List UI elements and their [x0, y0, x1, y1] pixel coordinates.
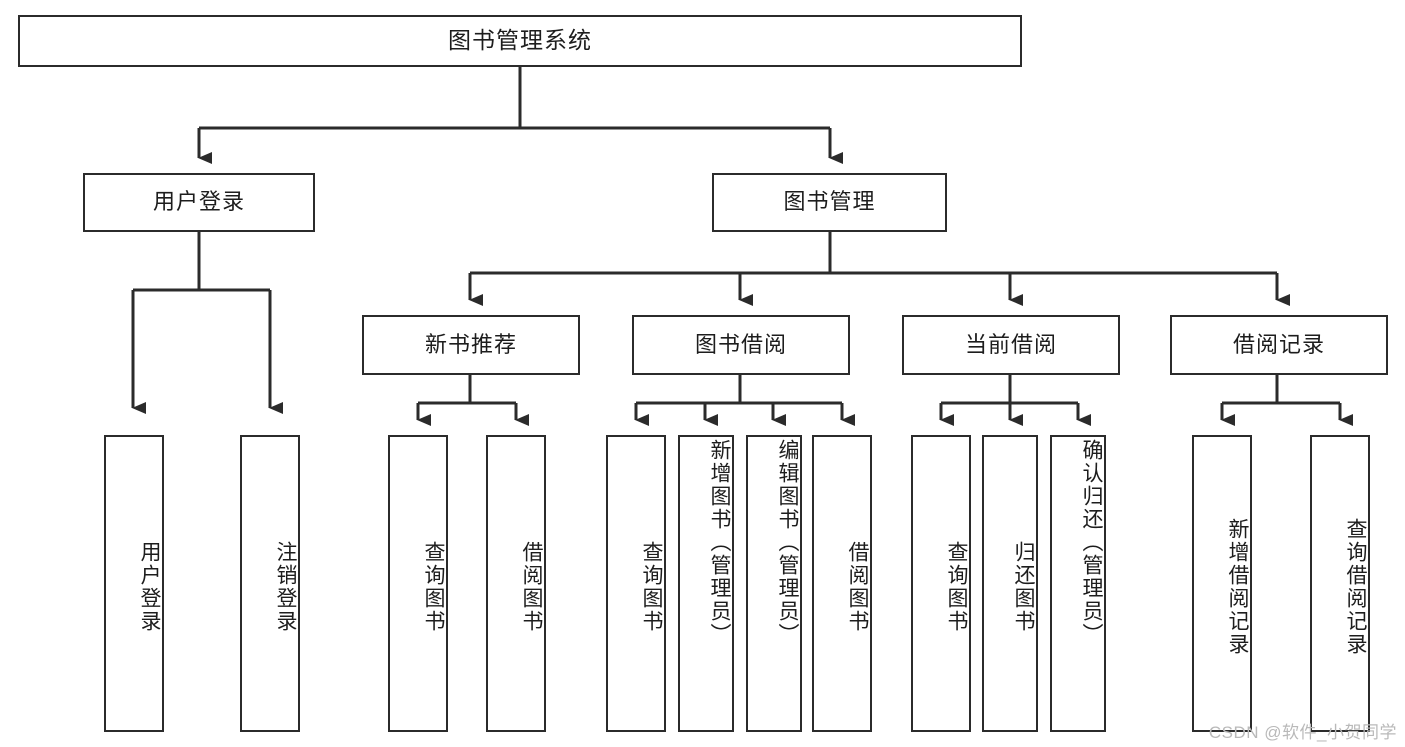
- leaf-edit-book-admin[interactable]: 编辑图书（管理员）: [746, 435, 802, 732]
- node-book-borrow[interactable]: 图书借阅: [632, 315, 850, 375]
- leaf-query-book-borrow[interactable]: 查询图书: [606, 435, 666, 732]
- leaf-user-login[interactable]: 用户登录: [104, 435, 164, 732]
- node-current-borrow[interactable]: 当前借阅: [902, 315, 1120, 375]
- leaf-label: 编辑图书（管理员）: [776, 439, 799, 646]
- node-borrow-record[interactable]: 借阅记录: [1170, 315, 1388, 375]
- leaf-label: 借阅图书: [846, 540, 869, 633]
- node-root-system[interactable]: 图书管理系统: [18, 15, 1022, 67]
- leaf-label: 新增借阅记录: [1226, 517, 1249, 656]
- leaf-logout[interactable]: 注销登录: [240, 435, 300, 732]
- leaf-label: 归还图书: [1012, 540, 1035, 633]
- leaf-confirm-return-admin[interactable]: 确认归还（管理员）: [1050, 435, 1106, 732]
- leaf-borrow-book[interactable]: 借阅图书: [812, 435, 872, 732]
- node-new-book-recommend[interactable]: 新书推荐: [362, 315, 580, 375]
- leaf-query-book-recommend[interactable]: 查询图书: [388, 435, 448, 732]
- leaf-label: 注销登录: [274, 540, 297, 633]
- leaf-borrow-book-recommend[interactable]: 借阅图书: [486, 435, 546, 732]
- leaf-label: 查询图书: [422, 540, 445, 633]
- leaf-query-borrow-record[interactable]: 查询借阅记录: [1310, 435, 1370, 732]
- leaf-add-borrow-record[interactable]: 新增借阅记录: [1192, 435, 1252, 732]
- leaf-label: 查询图书: [640, 540, 663, 633]
- leaf-label: 确认归还（管理员）: [1080, 439, 1103, 646]
- node-user-login[interactable]: 用户登录: [83, 173, 315, 232]
- leaf-label: 新增图书（管理员）: [708, 439, 731, 646]
- leaf-add-book-admin[interactable]: 新增图书（管理员）: [678, 435, 734, 732]
- leaf-label: 查询图书: [945, 540, 968, 633]
- leaf-return-book[interactable]: 归还图书: [982, 435, 1038, 732]
- leaf-query-book-current[interactable]: 查询图书: [911, 435, 971, 732]
- node-book-management[interactable]: 图书管理: [712, 173, 947, 232]
- leaf-label: 查询借阅记录: [1344, 517, 1367, 656]
- watermark: CSDN @软件_小贺同学: [1208, 723, 1397, 742]
- leaf-label: 用户登录: [138, 540, 161, 633]
- leaf-label: 借阅图书: [520, 540, 543, 633]
